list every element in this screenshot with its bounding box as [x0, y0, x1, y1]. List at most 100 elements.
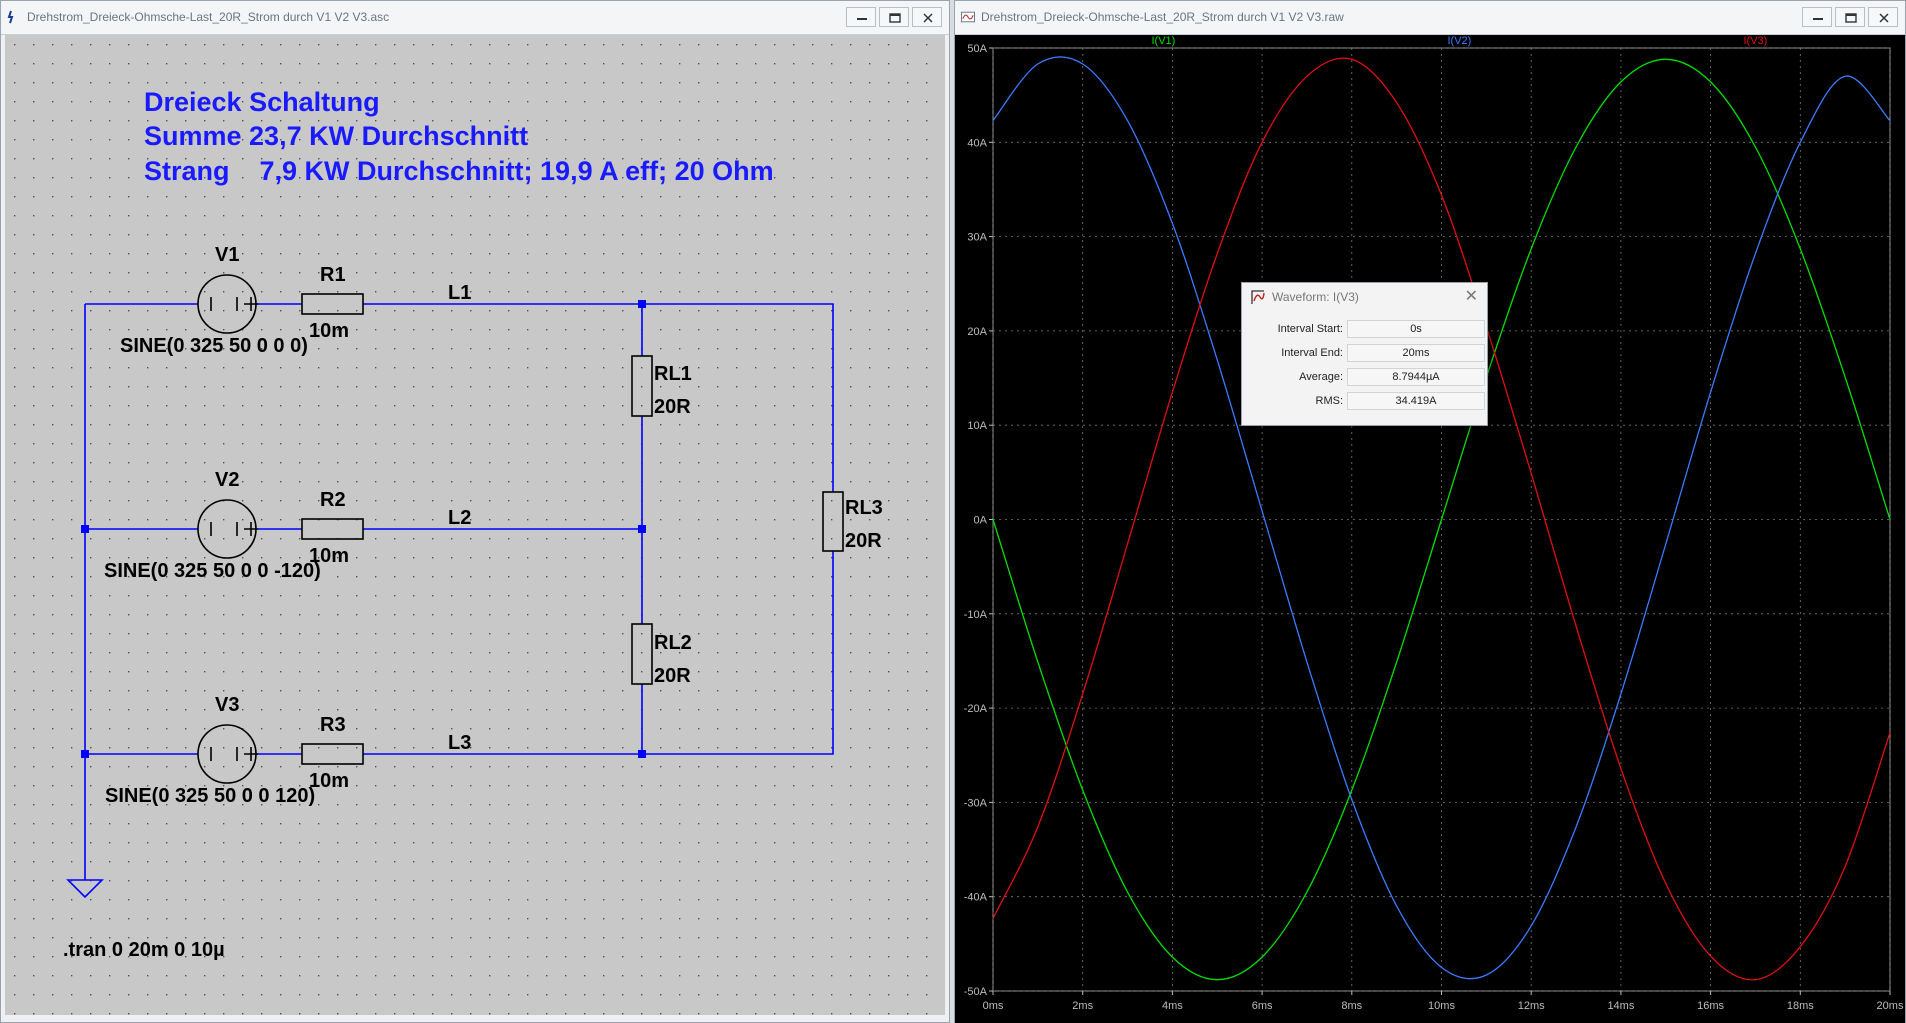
dialog-title: Waveform: I(V3): [1272, 290, 1359, 304]
load-resistor-rl2[interactable]: RL2 20R: [631, 623, 692, 687]
x-tick-label: 14ms: [1607, 1000, 1634, 1012]
resistor-r1[interactable]: R1 10m: [301, 264, 364, 342]
minimize-icon: [857, 18, 867, 20]
v3-name: V3: [215, 694, 239, 716]
rl3-name: RL3: [845, 497, 883, 519]
y-tick-label: 30A: [967, 232, 987, 244]
ltspice-schematic-icon: [7, 10, 14, 24]
interval-start-row: Interval Start: 0s: [1242, 320, 1487, 340]
schematic-heading-2: Summe 23,7 KW Durchschnitt: [144, 121, 528, 151]
x-tick-label: 16ms: [1697, 1000, 1724, 1012]
load-resistor-rl1[interactable]: RL1 20R: [631, 355, 692, 418]
rms-value: 34.419A: [1347, 392, 1485, 410]
x-tick-label: 18ms: [1787, 1000, 1814, 1012]
net-label-l3: L3: [448, 732, 471, 754]
close-icon: [1879, 13, 1889, 23]
waveform-viewer-icon: [961, 11, 975, 23]
waveform-window: Drehstrom_Dreieck-Ohmsche-Last_20R_Strom…: [954, 0, 1906, 1023]
schematic-heading-3: Strang 7,9 KW Durchschnitt; 19,9 A eff; …: [144, 156, 774, 186]
junctions: [81, 300, 646, 758]
interval-end-field[interactable]: 20ms: [1347, 344, 1485, 362]
average-row: Average: 8.7944µA: [1242, 368, 1487, 388]
schematic-canvas[interactable]: Dreieck Schaltung Summe 23,7 KW Durchsch…: [5, 35, 945, 1015]
v1-value: SINE(0 325 50 0 0 0): [120, 335, 308, 357]
plot-legend: I(V1) I(V2) I(V3): [1151, 35, 1767, 47]
rl2-value: 20R: [654, 665, 691, 687]
schematic-window-title: Drehstrom_Dreieck-Ohmsche-Last_20R_Strom…: [27, 10, 390, 24]
rl3-value: 20R: [845, 530, 882, 552]
x-tick-label: 12ms: [1518, 1000, 1545, 1012]
y-tick-label: -30A: [964, 797, 988, 809]
voltage-source-v3[interactable]: V3 SINE(0 325 50 0 0 120): [105, 694, 315, 807]
close-icon: [923, 13, 933, 23]
rms-row: RMS: 34.419A: [1242, 392, 1487, 412]
y-tick-label: 20A: [967, 326, 987, 338]
rl1-value: 20R: [654, 396, 691, 418]
legend-label-iv3[interactable]: I(V3): [1743, 35, 1767, 47]
close-button[interactable]: [1868, 7, 1898, 27]
x-tick-label: 10ms: [1428, 1000, 1455, 1012]
restore-icon: [889, 13, 901, 23]
v2-value: SINE(0 325 50 0 0 -120): [104, 560, 321, 582]
x-tick-label: 6ms: [1252, 1000, 1273, 1012]
y-tick-label: -40A: [964, 892, 988, 904]
v2-name: V2: [215, 469, 239, 491]
spice-directive[interactable]: .tran 0 20m 0 10µ: [63, 939, 225, 961]
r3-value: 10m: [309, 770, 349, 792]
minimize-icon: [1813, 18, 1823, 20]
x-tick-label: 4ms: [1162, 1000, 1183, 1012]
y-tick-label: 10A: [967, 420, 987, 432]
legend-label-iv1[interactable]: I(V1): [1151, 35, 1175, 47]
wires: [84, 303, 834, 880]
voltage-source-v1[interactable]: V1 SINE(0 325 50 0 0 0): [120, 244, 308, 357]
r1-value: 10m: [309, 320, 349, 342]
series-line-iv3[interactable]: [992, 57, 1891, 981]
series-line-iv1[interactable]: [992, 58, 1891, 981]
r3-name: R3: [320, 714, 346, 736]
x-tick-label: 20ms: [1877, 1000, 1904, 1012]
r1-name: R1: [320, 264, 346, 286]
r2-value: 10m: [309, 545, 349, 567]
waveform-titlebar[interactable]: Drehstrom_Dreieck-Ohmsche-Last_20R_Strom…: [955, 1, 1905, 35]
maximize-button[interactable]: [1835, 7, 1865, 27]
series-line-iv2[interactable]: [992, 56, 1891, 980]
legend-label-iv2[interactable]: I(V2): [1447, 35, 1471, 47]
x-tick-label: 2ms: [1072, 1000, 1093, 1012]
net-label-l2: L2: [448, 507, 471, 529]
interval-start-label: Interval Start:: [1277, 323, 1343, 335]
schematic-titlebar[interactable]: Drehstrom_Dreieck-Ohmsche-Last_20R_Strom…: [1, 1, 949, 35]
schematic-window: Drehstrom_Dreieck-Ohmsche-Last_20R_Strom…: [0, 0, 950, 1023]
rl2-name: RL2: [654, 632, 692, 654]
minimize-button[interactable]: [846, 7, 876, 27]
maximize-button[interactable]: [879, 7, 909, 27]
r2-name: R2: [320, 489, 346, 511]
voltage-source-v2[interactable]: V2 SINE(0 325 50 0 0 -120): [104, 469, 321, 582]
v1-name: V1: [215, 244, 239, 266]
schematic-heading-1: Dreieck Schaltung: [144, 87, 380, 117]
y-tick-label: 0A: [974, 515, 988, 527]
load-resistor-rl3[interactable]: RL3 20R: [822, 491, 883, 552]
rms-label: RMS:: [1315, 395, 1344, 407]
rl1-name: RL1: [654, 363, 692, 385]
resistor-r3[interactable]: R3 10m: [301, 714, 364, 792]
y-tick-label: 50A: [967, 43, 987, 55]
ground-symbol: [66, 879, 104, 899]
plot-series: [992, 56, 1891, 981]
v3-value: SINE(0 325 50 0 0 120): [105, 785, 315, 807]
minimize-button[interactable]: [1802, 7, 1832, 27]
y-tick-label: -20A: [964, 703, 988, 715]
dialog-close-icon[interactable]: ✕: [1464, 288, 1478, 305]
interval-end-row: Interval End: 20ms: [1242, 344, 1487, 364]
resistor-r2[interactable]: R2 10m: [301, 489, 364, 567]
x-tick-label: 0ms: [983, 1000, 1004, 1012]
waveform-window-title: Drehstrom_Dreieck-Ohmsche-Last_20R_Strom…: [981, 10, 1344, 24]
close-button[interactable]: [912, 7, 942, 27]
waveform-stats-dialog[interactable]: Waveform: I(V3) ✕ Interval Start: 0s Int…: [1241, 282, 1488, 426]
y-tick-label: -10A: [964, 609, 988, 621]
interval-start-field[interactable]: 0s: [1347, 320, 1485, 338]
y-tick-label: 40A: [967, 137, 987, 149]
average-label: Average:: [1299, 371, 1343, 383]
